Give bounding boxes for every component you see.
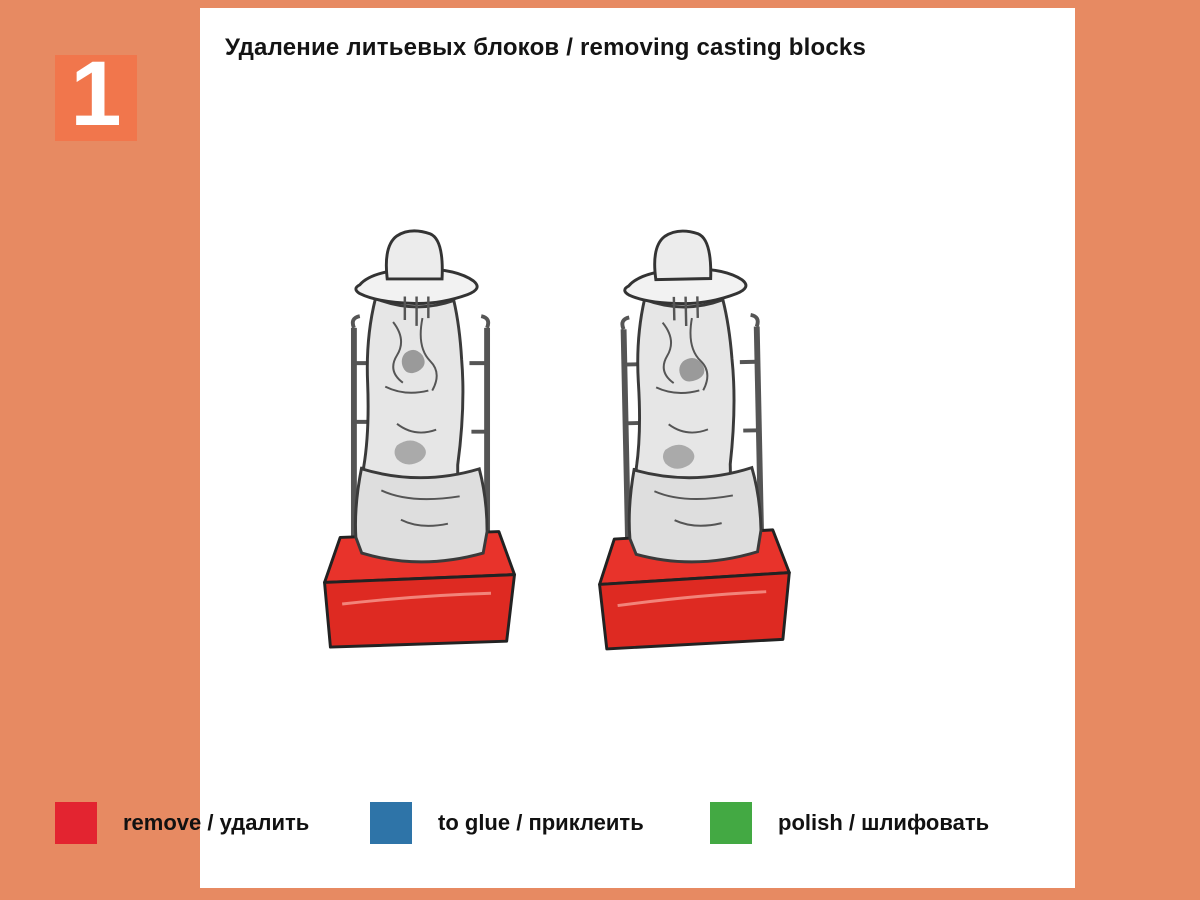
figure-body-sketch xyxy=(354,229,489,564)
casting-rods xyxy=(620,312,765,539)
figure-body-sketch xyxy=(623,229,763,564)
hat-crown xyxy=(653,229,713,282)
step-number: 1 xyxy=(70,43,122,145)
legend-label-polish: polish / шлифовать xyxy=(778,809,990,835)
legend-swatch-glue xyxy=(370,801,412,844)
sketch-shadow-2 xyxy=(394,440,426,465)
sketch-shadow xyxy=(401,349,425,374)
legend-swatch-polish xyxy=(710,801,752,844)
legend-item-glue: to glue / приклеить xyxy=(370,800,644,845)
figure-sketch xyxy=(598,229,791,651)
casting-figure-illustration-left xyxy=(303,212,538,667)
legend-label-remove: remove / удалить xyxy=(123,809,310,835)
legend-swatch-remove xyxy=(55,801,97,844)
legend-item-remove: remove / удалить xyxy=(55,800,309,845)
casting-figure-illustration-right xyxy=(570,210,814,670)
legend-item-polish: polish / шлифовать xyxy=(710,800,989,845)
page-title: Удаление литьевых блоков / removing cast… xyxy=(225,34,867,61)
casting-rods xyxy=(350,314,491,538)
sketch-shadow xyxy=(679,358,705,382)
legend-label-glue: to glue / приклеить xyxy=(438,809,644,835)
hat-crown xyxy=(384,229,444,281)
step-number-badge: 1 xyxy=(55,48,137,141)
sketch-lines xyxy=(654,296,734,527)
sketch-lines xyxy=(380,296,460,527)
figure-sketch xyxy=(323,229,516,649)
sketch-shadow-2 xyxy=(662,444,695,469)
